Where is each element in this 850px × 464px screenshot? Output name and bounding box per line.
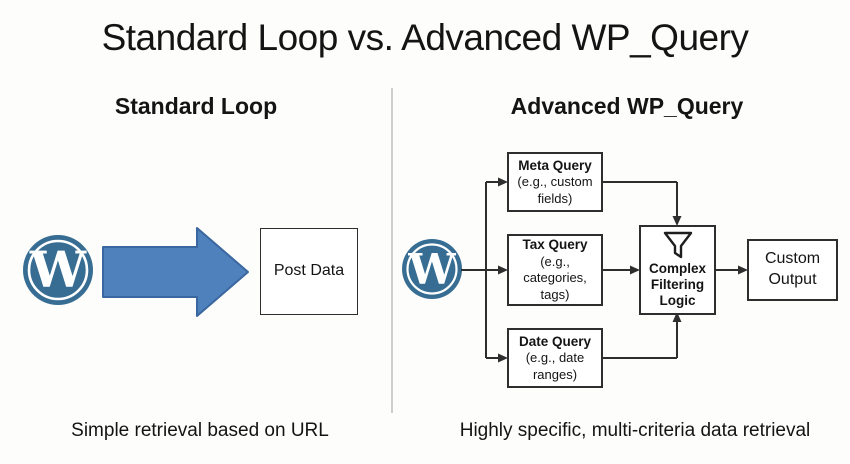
tax-query-box: Tax Query (e.g., categories, tags) xyxy=(507,234,603,306)
custom-output-box: Custom Output xyxy=(747,239,838,301)
meta-query-title: Meta Query xyxy=(518,157,592,173)
complex-line: Logic xyxy=(659,293,696,309)
flow-arrow-icon xyxy=(102,227,249,317)
custom-output-line: Custom xyxy=(764,250,821,268)
meta-query-subtitle: (e.g., custom fields) xyxy=(517,174,593,206)
right-caption: Highly specific, multi-criteria data ret… xyxy=(459,420,811,441)
wordpress-letter: W xyxy=(29,240,87,299)
complex-line: Filtering xyxy=(650,277,705,293)
arrowhead-icon xyxy=(672,312,682,322)
page-title: Standard Loop vs. Advanced WP_Query xyxy=(101,17,749,58)
arrowhead-icon xyxy=(672,216,682,226)
tax-query-subtitle: (e.g., categories, tags) xyxy=(523,253,587,302)
connector-lines xyxy=(461,177,748,363)
left-caption: Simple retrieval based on URL xyxy=(71,420,329,441)
post-data-label: Post Data xyxy=(273,262,345,280)
wordpress-letter: W xyxy=(407,245,456,294)
funnel-icon xyxy=(663,231,692,259)
wordpress-logo-left-icon: W xyxy=(23,235,93,305)
arrowhead-icon xyxy=(498,353,508,363)
arrowhead-icon xyxy=(630,265,640,275)
arrowhead-icon xyxy=(498,265,508,275)
date-query-title: Date Query xyxy=(518,333,592,349)
arrowhead-icon xyxy=(498,177,508,187)
arrowhead-icon xyxy=(738,265,748,275)
meta-query-box: Meta Query (e.g., custom fields) xyxy=(507,152,603,212)
custom-output-line: Output xyxy=(768,271,817,288)
date-query-subtitle: (e.g., date ranges) xyxy=(525,350,585,382)
wordpress-logo-right-icon: W xyxy=(402,239,462,299)
post-data-box: Post Data xyxy=(260,228,358,315)
right-heading: Advanced WP_Query xyxy=(510,93,744,119)
tax-query-title: Tax Query xyxy=(522,237,588,253)
complex-filtering-box: Complex Filtering Logic xyxy=(639,225,716,315)
left-heading: Standard Loop xyxy=(114,93,278,119)
panel-divider xyxy=(391,88,393,413)
date-query-box: Date Query (e.g., date ranges) xyxy=(507,328,603,388)
complex-line: Complex xyxy=(648,261,706,276)
